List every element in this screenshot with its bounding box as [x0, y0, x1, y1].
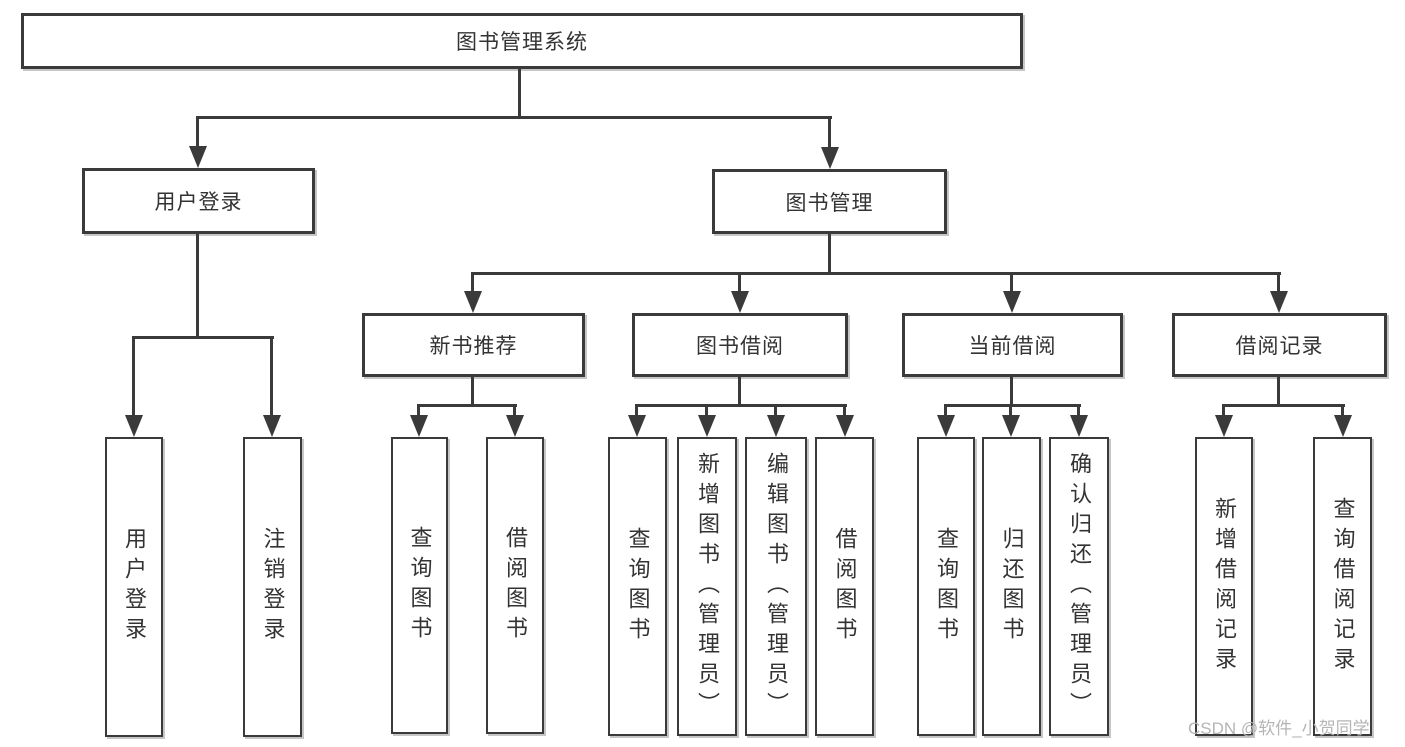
arrow-down-icon — [937, 415, 955, 437]
leaf-records-add-borrow-record: 新增借阅记录 — [1195, 437, 1253, 736]
arrow-down-icon — [464, 291, 482, 313]
connector-drop-leaf — [1341, 405, 1344, 418]
node-label: 图书管理 — [785, 191, 874, 215]
leaf-borrow-add-books-admin: 新增图书（管理员） — [677, 437, 737, 736]
arrow-down-icon — [1002, 415, 1020, 437]
arrow-down-icon — [263, 415, 281, 437]
connector-drop-current-borrow — [1010, 273, 1013, 294]
connector-borrow-records-rail — [1222, 404, 1345, 407]
node-label: 用户登录 — [154, 191, 243, 214]
connector-drop-leaf — [635, 405, 638, 418]
connector-drop-book-borrow — [738, 273, 741, 294]
connector-drop-leaf — [513, 405, 516, 418]
node-library-management-system: 图书管理系统 — [21, 13, 1023, 69]
connector-borrow-records-stem — [1277, 377, 1280, 406]
arrow-down-icon — [628, 415, 646, 437]
node-label: 当前借阅 — [968, 335, 1057, 358]
node-current-borrow: 当前借阅 — [902, 313, 1123, 377]
leaf-current-query-books: 查询图书 — [917, 437, 975, 736]
connector-drop-leaf — [843, 405, 846, 418]
leaf-label: 查询借阅记录 — [1330, 496, 1356, 677]
connector-drop-user-login — [196, 117, 199, 149]
connector-drop-borrow-records — [1277, 273, 1280, 294]
leaf-records-query-borrow-record: 查询借阅记录 — [1313, 437, 1372, 736]
arrow-down-icon — [731, 291, 749, 313]
connector-drop-leaf — [417, 405, 420, 418]
arrow-down-icon — [189, 146, 207, 168]
node-book-borrow: 图书借阅 — [632, 313, 848, 377]
leaf-logout: 注销登录 — [243, 437, 302, 737]
arrow-down-icon — [1003, 291, 1021, 313]
node-borrow-records: 借阅记录 — [1172, 313, 1387, 377]
connector-drop-leaf — [1009, 405, 1012, 418]
connector-book-borrow-rail — [635, 404, 847, 407]
arrow-down-icon — [836, 415, 854, 437]
leaf-label: 借阅图书 — [832, 526, 858, 647]
connector-drop-leaf — [132, 337, 135, 418]
leaf-newbook-borrow-books: 借阅图书 — [486, 437, 544, 734]
connector-root-stem — [518, 68, 521, 118]
connector-drop-book-management — [828, 117, 831, 149]
connector-book-management-rail — [471, 272, 1281, 275]
node-label: 图书管理系统 — [456, 31, 588, 54]
node-label: 新书推荐 — [429, 335, 518, 358]
connector-drop-new-book — [471, 273, 474, 294]
arrow-down-icon — [1215, 415, 1233, 437]
connector-current-borrow-stem — [1010, 377, 1013, 406]
leaf-label: 用户登录 — [122, 527, 147, 647]
leaf-current-return-books: 归还图书 — [982, 437, 1041, 736]
connector-drop-leaf — [944, 405, 947, 418]
node-label: 借阅记录 — [1235, 335, 1324, 358]
leaf-user-login: 用户登录 — [105, 437, 163, 737]
node-book-management: 图书管理 — [712, 169, 947, 234]
arrow-down-icon — [767, 415, 785, 437]
node-user-login: 用户登录 — [82, 168, 315, 234]
connector-user-login-stem — [196, 233, 199, 338]
node-label: 图书借阅 — [696, 335, 784, 358]
connector-book-management-stem — [828, 233, 831, 274]
connector-drop-leaf — [1222, 405, 1225, 418]
arrow-down-icon — [506, 415, 524, 437]
connector-new-book-stem — [471, 377, 474, 406]
leaf-borrow-borrow-books: 借阅图书 — [815, 437, 874, 736]
leaf-borrow-query-books: 查询图书 — [608, 437, 667, 736]
leaf-label: 新增借阅记录 — [1212, 496, 1237, 677]
arrow-down-icon — [1270, 291, 1288, 313]
arrow-down-icon — [1070, 415, 1088, 437]
arrow-down-icon — [125, 415, 143, 437]
connector-user-login-rail — [132, 336, 274, 339]
leaf-label: 注销登录 — [260, 527, 286, 647]
connector-drop-leaf — [270, 337, 273, 418]
leaf-label: 确认归还（管理员） — [1067, 451, 1092, 722]
csdn-watermark: CSDN @软件_小贺同学 — [1188, 719, 1370, 738]
leaf-label: 新增图书（管理员） — [695, 451, 720, 722]
connector-new-book-rail — [417, 404, 517, 407]
leaf-label: 查询图书 — [934, 526, 959, 647]
leaf-newbook-query-books: 查询图书 — [391, 437, 448, 734]
connector-drop-leaf — [774, 405, 777, 418]
connector-root-rail — [196, 116, 832, 119]
arrow-down-icon — [410, 415, 428, 437]
connector-current-borrow-rail — [944, 404, 1081, 407]
connector-drop-leaf — [705, 405, 708, 418]
leaf-label: 编辑图书（管理员） — [764, 451, 789, 722]
connector-book-borrow-stem — [738, 377, 741, 406]
node-new-book-recommend: 新书推荐 — [362, 313, 585, 377]
leaf-label: 查询图书 — [407, 525, 433, 646]
leaf-label: 查询图书 — [625, 526, 651, 647]
arrow-down-icon — [698, 415, 716, 437]
leaf-borrow-edit-books-admin: 编辑图书（管理员） — [745, 437, 807, 736]
leaf-label: 借阅图书 — [503, 525, 528, 646]
connector-drop-leaf — [1077, 405, 1080, 418]
arrow-down-icon — [821, 147, 839, 169]
leaf-current-confirm-return-admin: 确认归还（管理员） — [1049, 437, 1109, 736]
arrow-down-icon — [1334, 415, 1352, 437]
leaf-label: 归还图书 — [999, 526, 1025, 647]
